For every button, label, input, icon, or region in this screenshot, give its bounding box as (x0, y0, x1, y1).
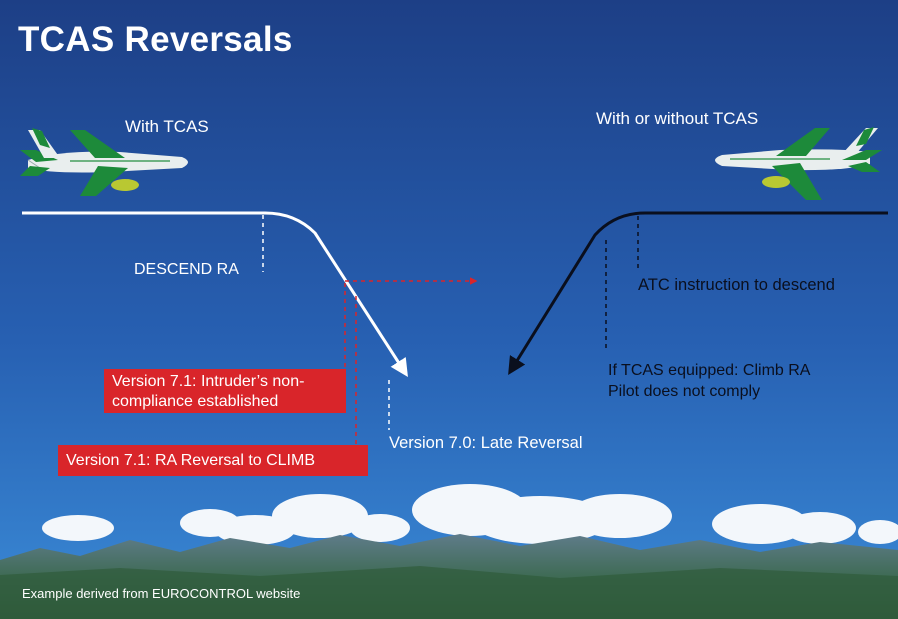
late-reversal-label: Version 7.0: Late Reversal (389, 434, 583, 452)
tcas-climb-line1: If TCAS equipped: Climb RA (608, 362, 811, 379)
reversal-callout: Version 7.1: RA Reversal to CLIMB (58, 445, 368, 476)
left-aircraft-label: With TCAS (125, 117, 209, 136)
noncompliance-line1: Version 7.1: Intruder’s non- (112, 373, 305, 390)
noncompliance-callout: Version 7.1: Intruder’s non- compliance … (104, 369, 346, 413)
right-flight-path (508, 211, 888, 376)
footer-credit: Example derived from EUROCONTROL website (22, 586, 301, 601)
noncompliance-line2: compliance established (112, 393, 279, 410)
airliner-icon-left (20, 128, 188, 196)
left-flight-path (22, 211, 408, 378)
right-aircraft-label: With or without TCAS (596, 109, 759, 128)
atc-instruction-label: ATC instruction to descend (638, 276, 835, 294)
mountains-icon (0, 534, 898, 619)
tcas-climb-line2: Pilot does not comply (608, 383, 761, 400)
tcas-climb-label: If TCAS equipped: Climb RA Pilot does no… (608, 360, 810, 402)
right-markers (605, 216, 639, 350)
clouds-icon (42, 484, 898, 545)
page-title: TCAS Reversals (18, 20, 293, 59)
descend-ra-label: DESCEND RA (134, 261, 239, 278)
airliner-icon-right (715, 127, 882, 200)
reversal-markers (344, 277, 478, 445)
